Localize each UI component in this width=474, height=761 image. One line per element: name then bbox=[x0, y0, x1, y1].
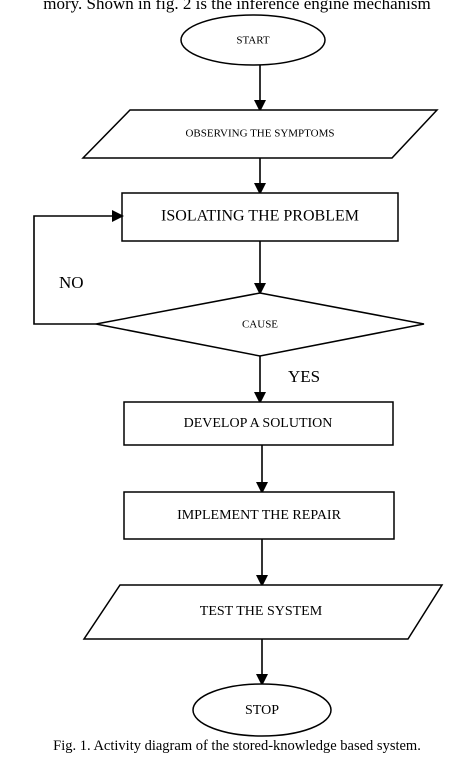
observe-symptoms-label: OBSERVING THE SYMPTOMS bbox=[185, 128, 334, 140]
isolate-problem-node: ISOLATING THE PROBLEM bbox=[121, 192, 399, 242]
isolate-problem-label: ISOLATING THE PROBLEM bbox=[161, 208, 359, 225]
implement-repair-label: IMPLEMENT THE REPAIR bbox=[177, 508, 342, 523]
cause-decision-node: CAUSE bbox=[95, 292, 425, 357]
develop-solution-node: DEVELOP A SOLUTION bbox=[123, 401, 394, 446]
observe-symptoms-node: OBSERVING THE SYMPTOMS bbox=[81, 109, 439, 159]
edge-no-loop bbox=[33, 210, 124, 325]
figure-caption: Fig. 1. Activity diagram of the stored-k… bbox=[53, 738, 421, 754]
develop-solution-label: DEVELOP A SOLUTION bbox=[184, 416, 333, 431]
implement-repair-node: IMPLEMENT THE REPAIR bbox=[123, 491, 395, 540]
test-system-label: TEST THE SYSTEM bbox=[200, 604, 323, 619]
start-node: START bbox=[180, 14, 326, 66]
stop-label: STOP bbox=[245, 703, 279, 718]
preceding-text-fragment: mory. Shown in fig. 2 is the inference e… bbox=[43, 0, 431, 13]
test-system-node: TEST THE SYSTEM bbox=[82, 584, 444, 640]
no-branch-label: NO bbox=[59, 273, 84, 292]
yes-branch-label: YES bbox=[288, 367, 320, 386]
start-label: START bbox=[236, 35, 270, 47]
cause-decision-label: CAUSE bbox=[242, 319, 278, 331]
stop-node: STOP bbox=[192, 683, 332, 737]
